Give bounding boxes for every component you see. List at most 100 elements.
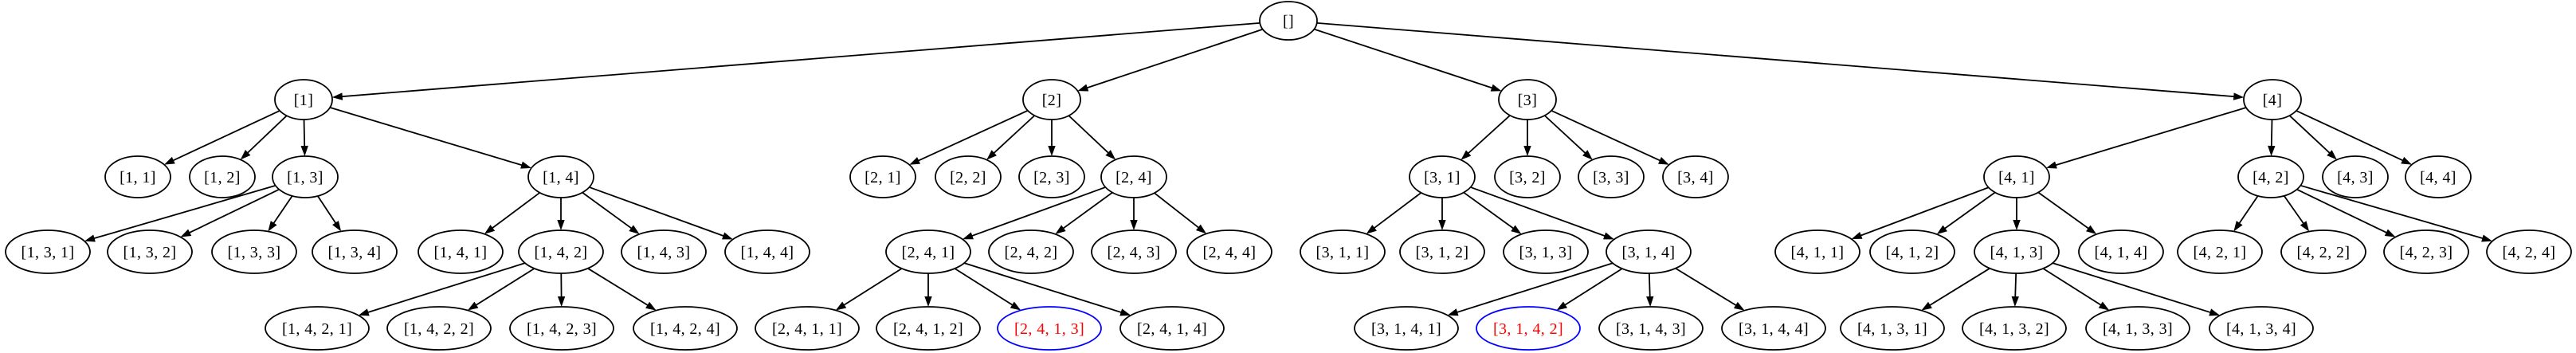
tree-node: [2, 4] xyxy=(1100,155,1167,198)
tree-edge-arrowhead xyxy=(1130,220,1138,230)
tree-edge xyxy=(475,268,535,306)
node-ellipse xyxy=(755,306,860,351)
tree-edge xyxy=(329,107,523,167)
tree-edge xyxy=(2014,273,2017,298)
node-label: [3, 1, 4, 3] xyxy=(1616,320,1686,338)
node-label: [] xyxy=(1283,13,1294,30)
node-label: [4, 1, 2] xyxy=(1886,244,1939,261)
tree-edge xyxy=(587,268,649,307)
tree-edge xyxy=(1463,191,1515,229)
tree-node: [1, 4, 3] xyxy=(621,229,707,274)
tree-edge-arrowhead xyxy=(164,156,175,165)
tree-node: [1, 4, 2, 3] xyxy=(509,306,614,351)
node-ellipse xyxy=(1091,229,1177,274)
tree-edge xyxy=(188,188,280,234)
tree-node: [1, 4, 4] xyxy=(724,229,810,274)
tree-edge-arrowhead xyxy=(2233,92,2245,100)
tree-edge-arrowhead xyxy=(835,301,847,311)
node-label: [2, 4] xyxy=(1115,169,1152,186)
tree-edge-arrowhead xyxy=(1447,308,1459,316)
tree-edge xyxy=(1564,268,1623,306)
node-ellipse xyxy=(2209,306,2314,351)
tree-node: [2, 4, 1, 2] xyxy=(876,306,981,351)
node-ellipse xyxy=(386,306,492,351)
tree-node: [3, 1] xyxy=(1409,155,1476,198)
tree-edge xyxy=(2238,195,2259,225)
node-ellipse xyxy=(1662,155,1729,198)
tree-edge-arrowhead xyxy=(2011,296,2019,308)
node-label: [4, 1, 3, 2] xyxy=(1979,320,2049,338)
tree-edge xyxy=(1470,186,1606,237)
node-ellipse xyxy=(1399,229,1485,274)
node-ellipse xyxy=(527,155,594,198)
node-ellipse xyxy=(2486,229,2572,274)
tree-node-highlighted: [3, 1, 4, 2] xyxy=(1476,306,1581,351)
tree-edge xyxy=(2296,188,2388,234)
tree-node: [1, 4, 2, 4] xyxy=(633,306,738,351)
node-label: [1, 1] xyxy=(120,169,156,186)
node-label: [3, 1, 4] xyxy=(1622,244,1676,261)
tree-edge-arrowhead xyxy=(1646,296,1654,308)
tree-edge-arrowhead xyxy=(2268,145,2276,157)
node-ellipse xyxy=(724,229,810,274)
tree-node: [3, 4] xyxy=(1662,155,1729,198)
tree-edge-arrowhead xyxy=(358,308,370,316)
tree-node: [1, 3, 4] xyxy=(312,229,398,274)
tree-edge-arrowhead xyxy=(1119,308,1131,316)
tree-node: [1, 3, 1] xyxy=(5,229,91,274)
tree-node: [4, 1, 3, 3] xyxy=(2085,306,2190,351)
tree-edge-arrowhead xyxy=(2481,234,2492,242)
node-label: [2, 4, 1, 1] xyxy=(772,320,842,338)
node-label: [2, 1] xyxy=(865,169,901,186)
tree-edge xyxy=(582,191,633,229)
node-label: [3, 1] xyxy=(1424,169,1461,186)
tree-node: [4, 1, 3, 1] xyxy=(1840,306,1945,351)
tree-edge xyxy=(172,110,280,162)
tree-edge xyxy=(1313,28,1493,89)
tree-edge xyxy=(1929,268,1990,307)
node-label: [4, 2, 4] xyxy=(2503,244,2556,261)
node-ellipse xyxy=(1498,79,1557,120)
tree-edge xyxy=(1456,262,1613,313)
node-label: [1] xyxy=(294,92,314,109)
node-label: [3, 4] xyxy=(1677,169,1714,186)
node-ellipse xyxy=(107,229,193,274)
tree-node: [1, 4, 1] xyxy=(418,229,504,274)
tree-node: [4, 2] xyxy=(2237,155,2304,198)
tree-node-highlighted: [2, 4, 1, 3] xyxy=(997,306,1102,351)
node-label: [1, 4, 1] xyxy=(434,244,488,261)
node-ellipse xyxy=(1354,306,1459,351)
tree-edge xyxy=(1062,191,1113,229)
tree-node: [1, 1] xyxy=(104,155,171,198)
tree-edge xyxy=(2042,268,2102,306)
tree-edge-arrowhead xyxy=(2046,161,2057,169)
node-ellipse xyxy=(849,155,916,198)
tree-edge-arrowhead xyxy=(331,92,343,100)
tree-node: [4, 1, 2] xyxy=(1869,229,1955,274)
node-ellipse xyxy=(997,306,1102,351)
tree-edge xyxy=(1154,192,1200,229)
tree-node: [2, 4, 3] xyxy=(1091,229,1177,274)
node-label: [2, 4, 1, 3] xyxy=(1014,320,1084,338)
node-label: [3, 1, 4, 4] xyxy=(1739,320,1809,338)
node-label: [4, 1, 4] xyxy=(2095,244,2148,261)
node-ellipse xyxy=(2085,306,2190,351)
tree-edge-arrowhead xyxy=(645,301,657,311)
node-ellipse xyxy=(1409,155,1476,198)
tree-edge-arrowhead xyxy=(1523,146,1531,156)
node-label: [2, 4, 4] xyxy=(1203,244,1257,261)
node-label: [1, 4, 3] xyxy=(637,244,691,261)
node-ellipse xyxy=(2405,155,2472,198)
tree-edge xyxy=(917,109,1029,162)
tree-node: [4, 2, 4] xyxy=(2486,229,2572,274)
tree-node: [1, 3, 3] xyxy=(211,229,297,274)
tree-edge xyxy=(246,115,288,154)
node-ellipse xyxy=(1259,1,1318,41)
tree-edge-arrowhead xyxy=(722,232,733,240)
tree-edge-arrowhead xyxy=(1556,301,1568,311)
tree-edge-arrowhead xyxy=(986,150,997,160)
node-label: [4, 2, 3] xyxy=(2400,244,2453,261)
tree-edge-arrowhead xyxy=(2098,301,2110,311)
tree-node: [4, 3] xyxy=(2322,155,2389,198)
